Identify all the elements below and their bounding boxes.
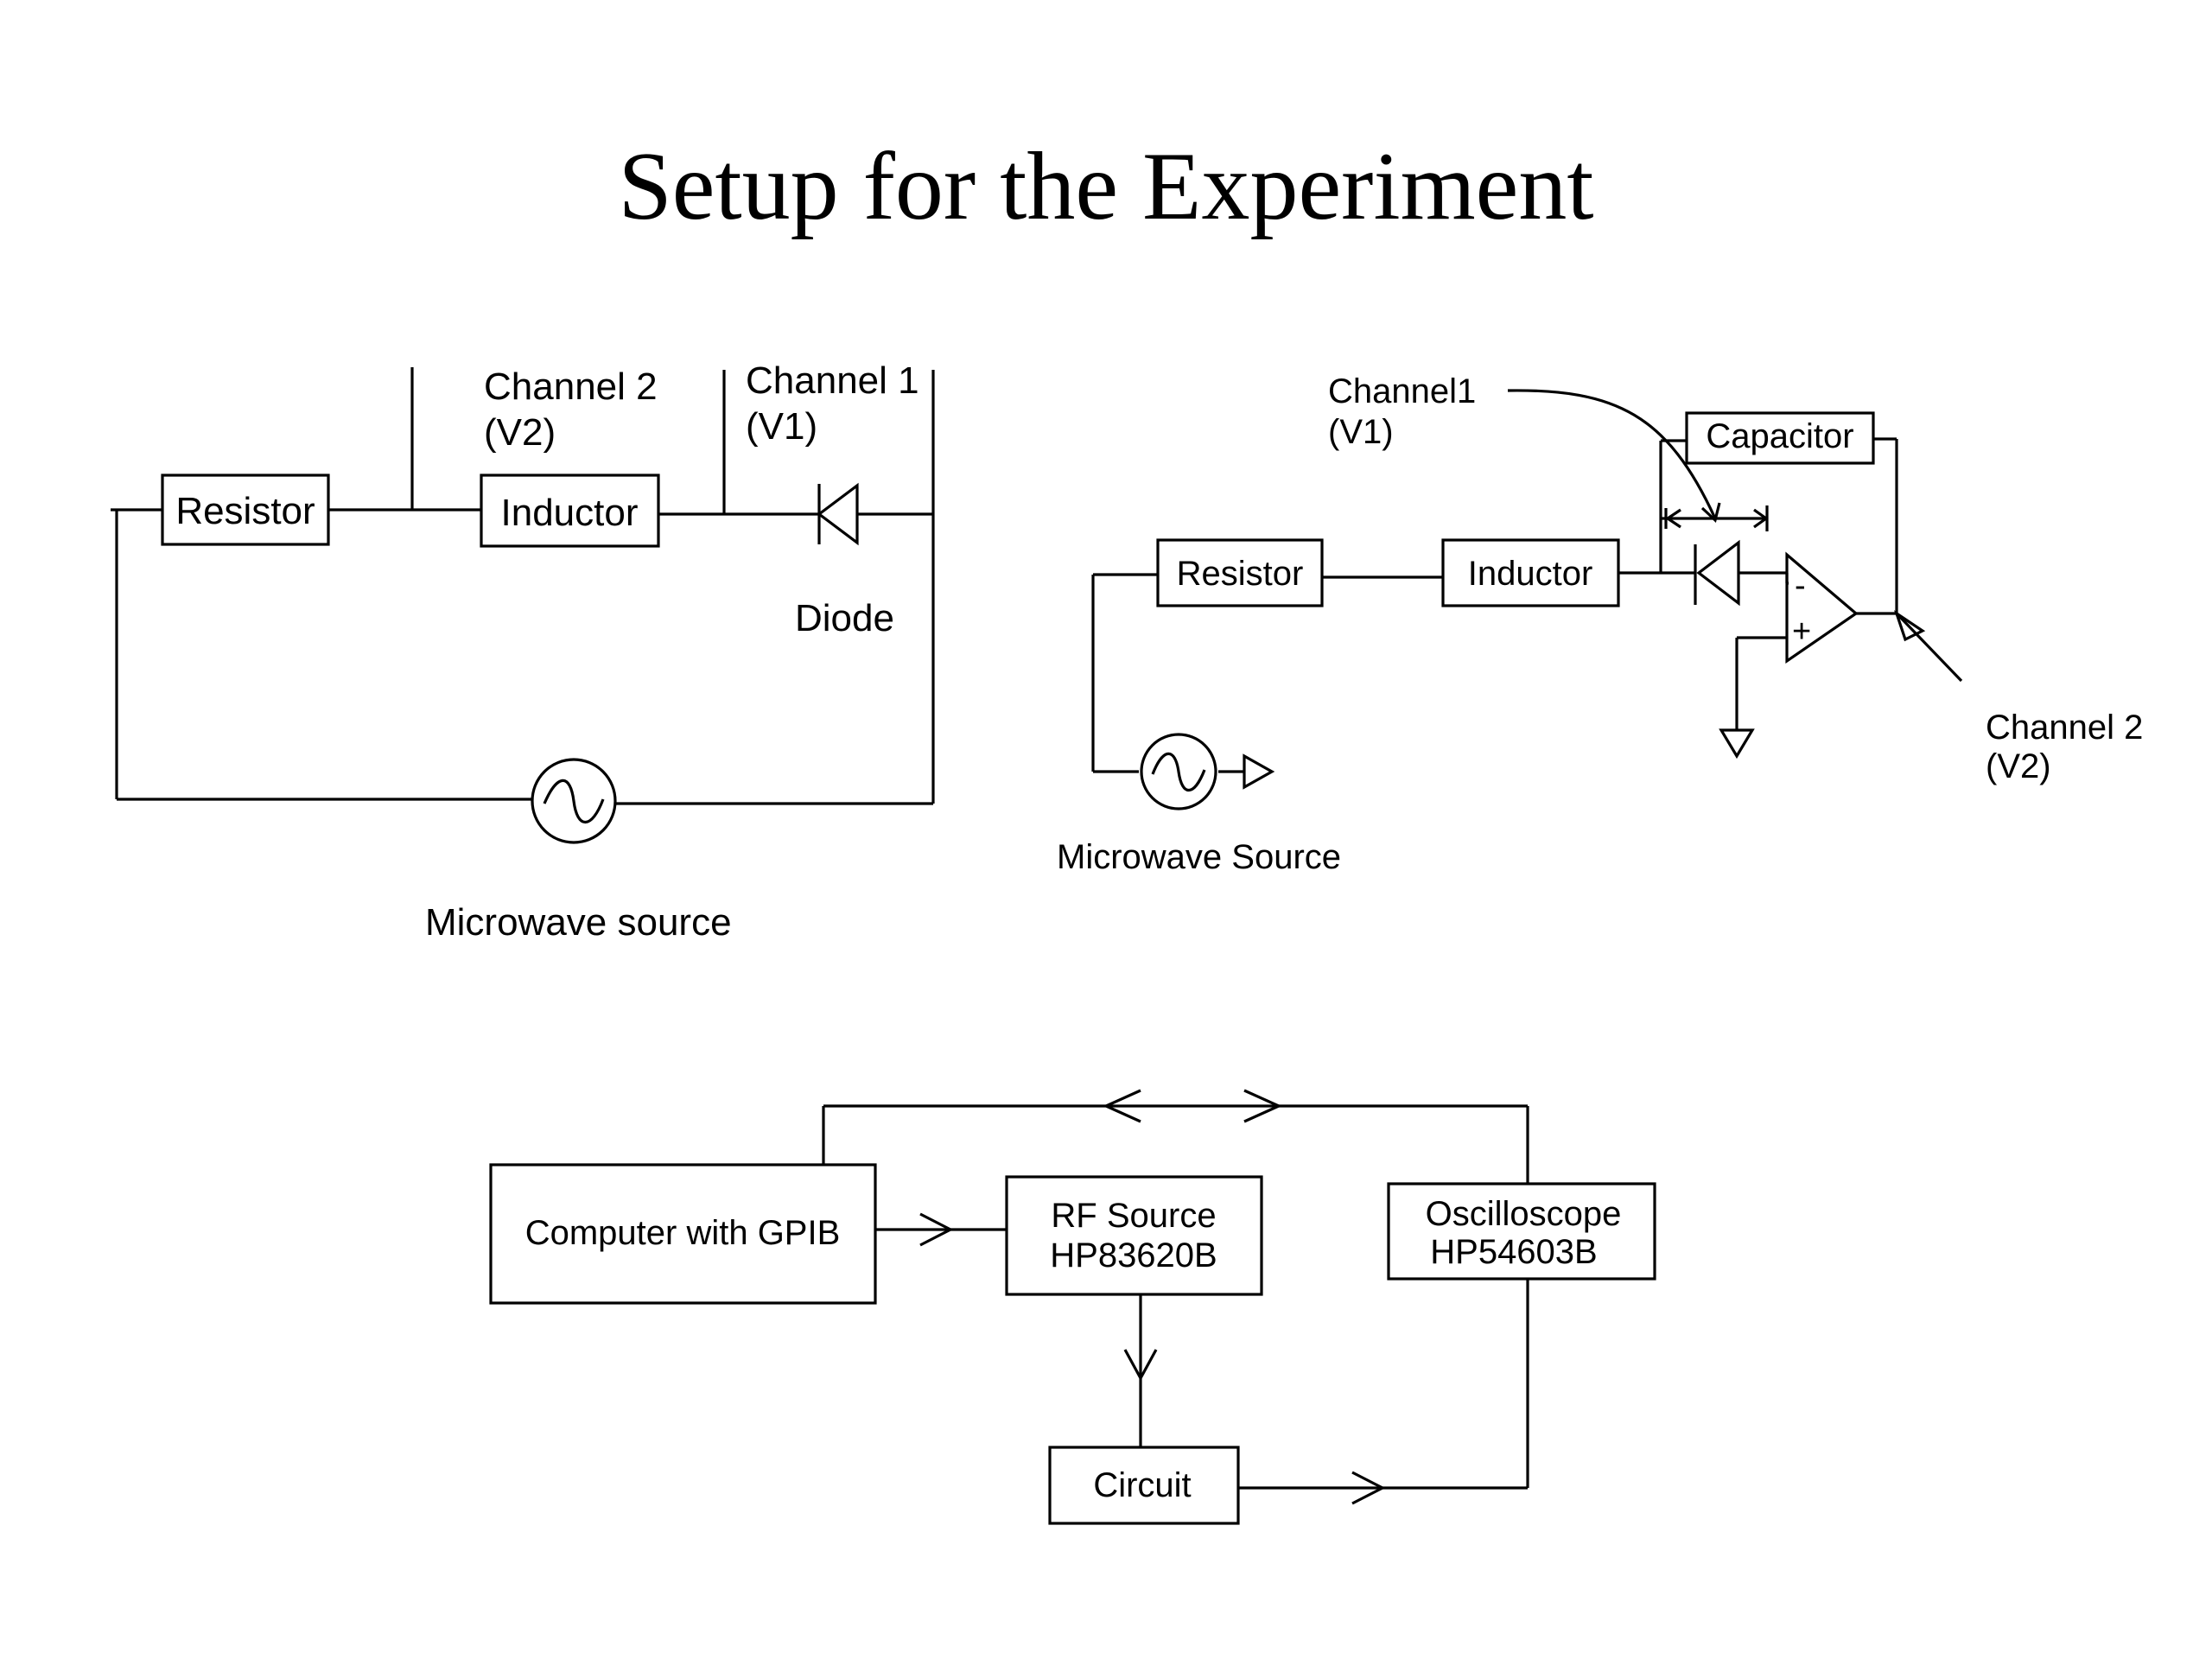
rf-source-model: HP83620B bbox=[1050, 1236, 1217, 1274]
channel1-label: Channel 1 bbox=[746, 359, 919, 402]
microwave-source-symbol bbox=[531, 758, 617, 844]
opamp-minus-sign: - bbox=[1795, 568, 1806, 604]
source-label: Microwave source bbox=[425, 901, 732, 944]
inductor: Inductor bbox=[1441, 538, 1620, 607]
channel2-label: Channel 2 bbox=[484, 365, 658, 408]
circuit-label: Circuit bbox=[1093, 1466, 1191, 1504]
oscilloscope-model: HP54603B bbox=[1430, 1233, 1597, 1271]
resistor-label: Resistor bbox=[1177, 555, 1304, 593]
circuit-a-wires bbox=[111, 367, 935, 805]
opamp-plus-sign: + bbox=[1792, 613, 1811, 650]
resistor-label: Resistor bbox=[175, 490, 315, 532]
computer-label: Computer with GPIB bbox=[525, 1214, 841, 1252]
diode-symbol bbox=[1694, 539, 1740, 607]
feedback-bracket bbox=[1661, 505, 1769, 531]
block-diagram: Computer with GPIB RF Source HP83620B Os… bbox=[489, 1089, 1656, 1525]
channel1-pointer bbox=[1507, 389, 1721, 524]
circuit-a: Resistor Inductor Channel 2 (V2) Channel… bbox=[111, 359, 935, 944]
channel1-v-label: (V1) bbox=[746, 405, 817, 448]
channel1-v-label: (V1) bbox=[1328, 413, 1394, 451]
inductor-label: Inductor bbox=[1468, 555, 1593, 593]
output-probe bbox=[1894, 610, 1926, 642]
block-connections bbox=[822, 1089, 1529, 1505]
inductor-label: Inductor bbox=[501, 492, 639, 534]
inductor: Inductor bbox=[480, 474, 660, 548]
circuit-block: Circuit bbox=[1048, 1446, 1240, 1525]
opamp-symbol: - + bbox=[1785, 551, 1859, 664]
microwave-source-symbol bbox=[1140, 733, 1275, 810]
diode-label: Diode bbox=[795, 597, 894, 639]
channel2-v-label: (V2) bbox=[484, 411, 556, 454]
resistor: Resistor bbox=[1156, 538, 1324, 607]
channel2-v-label: (V2) bbox=[1986, 747, 2051, 785]
rf-source-block: RF Source HP83620B bbox=[1005, 1175, 1263, 1296]
circuit-b-wires bbox=[1091, 437, 1963, 773]
channel2-label: Channel 2 bbox=[1986, 709, 2143, 747]
capacitor-label: Capacitor bbox=[1706, 417, 1853, 455]
resistor: Resistor bbox=[161, 474, 330, 546]
capacitor: Capacitor bbox=[1685, 411, 1875, 465]
diode-symbol bbox=[817, 482, 859, 546]
ground-symbol bbox=[1719, 728, 1755, 760]
rf-source-label: RF Source bbox=[1051, 1197, 1216, 1235]
computer-block: Computer with GPIB bbox=[489, 1163, 877, 1305]
source-label: Microwave Source bbox=[1057, 838, 1341, 876]
circuit-b: Capacitor Resistor Inductor - + bbox=[1057, 372, 2143, 876]
channel1-label: Channel1 bbox=[1328, 372, 1476, 410]
slide-title: Setup for the Experiment bbox=[618, 133, 1594, 240]
oscilloscope-block: Oscilloscope HP54603B bbox=[1387, 1182, 1656, 1281]
oscilloscope-label: Oscilloscope bbox=[1426, 1195, 1622, 1233]
